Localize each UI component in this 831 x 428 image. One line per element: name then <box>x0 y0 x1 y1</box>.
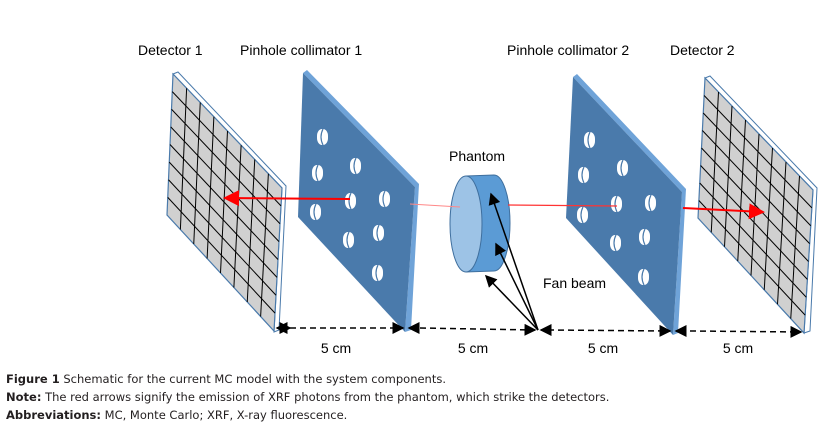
pinhole <box>639 228 650 246</box>
detector-2 <box>697 75 818 335</box>
pinhole <box>577 206 588 224</box>
pinhole <box>379 190 390 208</box>
distance-label-3: 5 cm <box>588 340 618 356</box>
abbrev-label: Abbreviations: <box>6 408 102 422</box>
pinhole <box>373 224 384 242</box>
pinhole <box>372 264 383 282</box>
pinhole <box>645 194 656 212</box>
xrf-photon-arrows <box>223 190 765 220</box>
pinhole <box>617 159 628 177</box>
distance-arrows <box>279 322 803 338</box>
grid-line <box>233 145 242 288</box>
pinhole <box>312 164 323 182</box>
distance-label-4: 5 cm <box>723 340 753 356</box>
pinhole <box>578 166 589 184</box>
pinhole <box>638 268 649 286</box>
grid-line <box>168 161 278 278</box>
abbrev-text: MC, Monte Carlo; XRF, X-ray fluorescence… <box>101 408 348 422</box>
pinhole <box>317 128 328 146</box>
figure-abbreviations: Abbreviations: MC, Monte Carlo; XRF, X-r… <box>6 408 347 422</box>
grid-line <box>790 175 800 319</box>
detector-1 <box>166 71 287 333</box>
grid-line <box>698 200 806 316</box>
label-detector-1: Detector 1 <box>138 42 203 58</box>
grid-line <box>700 165 808 280</box>
grid-line <box>777 161 787 305</box>
detector-2-grid <box>698 91 813 319</box>
pinhole <box>611 195 622 213</box>
collimator-1-pinholes <box>310 128 390 282</box>
grid-line <box>246 159 256 303</box>
distance-label-1: 5 cm <box>321 340 351 356</box>
xrf-arrow-right <box>682 203 765 220</box>
pinhole <box>610 234 621 252</box>
label-fan-beam: Fan beam <box>543 275 606 291</box>
figure-caption: Figure 1 Schematic for the current MC mo… <box>6 372 446 386</box>
pinhole <box>350 157 361 175</box>
pinhole <box>310 203 321 221</box>
detector-1-grid <box>167 88 282 317</box>
pinhole <box>343 231 354 249</box>
label-collimator-1: Pinhole collimator 1 <box>240 42 362 58</box>
figure-text: Schematic for the current MC model with … <box>59 372 447 386</box>
figure-label: Figure 1 <box>6 372 60 386</box>
pinhole-collimator-1 <box>298 70 419 332</box>
fan-beam-arrows <box>484 192 539 331</box>
note-label: Note: <box>6 390 42 404</box>
grid-line <box>167 197 276 314</box>
label-detector-2: Detector 2 <box>670 42 735 58</box>
label-collimator-2: Pinhole collimator 2 <box>507 42 629 58</box>
grid-line <box>168 179 277 296</box>
figure-note: Note: The red arrows signify the emissio… <box>6 390 609 404</box>
collimator-2-pinholes <box>577 131 656 286</box>
pinhole-collimator-2 <box>566 74 686 335</box>
distance-label-2: 5 cm <box>458 340 488 356</box>
label-phantom: Phantom <box>449 148 505 164</box>
pinhole <box>584 131 595 149</box>
xrf-arrow-left <box>223 190 351 207</box>
grid-line <box>763 147 773 290</box>
grid-line <box>699 182 807 298</box>
note-text: The red arrows signify the emission of X… <box>41 390 610 404</box>
pinhole <box>345 192 356 210</box>
